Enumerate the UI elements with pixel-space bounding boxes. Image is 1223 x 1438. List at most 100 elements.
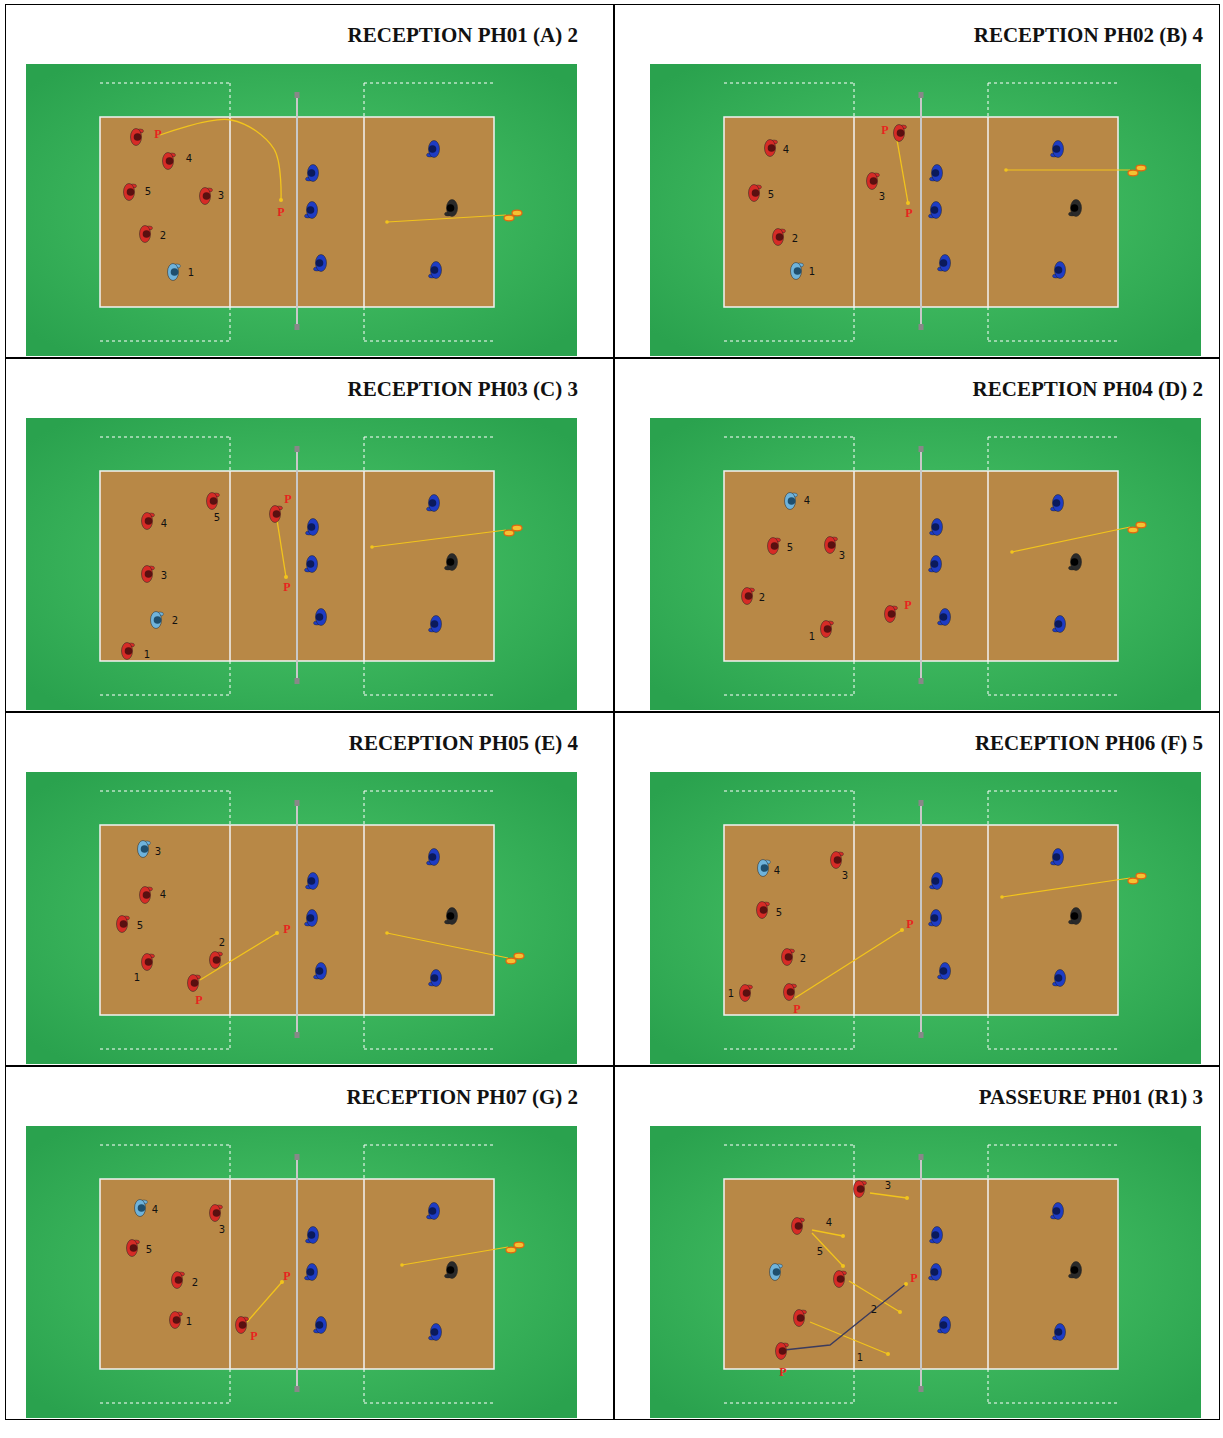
player-head	[888, 610, 896, 618]
player-figure	[140, 226, 153, 243]
player-head	[1053, 145, 1061, 153]
attack-line	[363, 825, 365, 1015]
player-body	[172, 1272, 183, 1289]
player-body	[135, 1200, 146, 1217]
player-head	[1071, 912, 1079, 920]
setter-marker: P	[881, 124, 888, 136]
player-figure	[930, 519, 943, 536]
player-body	[931, 202, 942, 219]
net-post	[919, 446, 924, 452]
player-body	[429, 495, 440, 512]
player-body	[1055, 616, 1066, 633]
player-figure	[929, 1264, 942, 1281]
court-panel	[26, 64, 577, 356]
free-zone-mark	[100, 341, 230, 342]
attack-line	[229, 117, 231, 307]
player-body	[792, 1218, 803, 1235]
player-head	[768, 144, 776, 152]
player-figure	[429, 970, 442, 987]
player-head	[431, 1328, 439, 1336]
player-head	[308, 523, 316, 531]
player-figure	[776, 1343, 789, 1360]
player-number: 3	[842, 871, 848, 881]
serve-hoop	[504, 215, 514, 221]
free-zone-mark	[724, 1049, 854, 1050]
player-number: 4	[161, 519, 167, 529]
player-body	[142, 566, 153, 583]
court-panel	[650, 1126, 1201, 1418]
net-post	[919, 678, 924, 684]
free-zone-mark	[364, 1403, 494, 1404]
player-figure	[170, 1312, 183, 1329]
player-body	[1071, 200, 1082, 217]
free-zone-mark	[724, 1403, 854, 1404]
player-figure	[210, 1205, 223, 1222]
player-number: 4	[783, 145, 789, 155]
player-figure	[792, 1218, 805, 1235]
player-head	[145, 958, 153, 966]
attack-line-extension	[854, 437, 855, 471]
player-figure	[794, 1310, 807, 1327]
player-head	[307, 1268, 315, 1276]
player-body	[825, 537, 836, 554]
player-body	[791, 263, 802, 280]
player-head	[213, 1209, 221, 1217]
net	[920, 451, 922, 681]
player-figure	[1051, 1203, 1064, 1220]
player-figure	[122, 643, 135, 660]
free-zone-mark	[724, 791, 854, 792]
player-figure	[930, 873, 943, 890]
player-number: 3	[879, 192, 885, 202]
setter-marker: P	[283, 581, 290, 593]
player-body	[127, 1240, 138, 1257]
player-figure	[306, 165, 319, 182]
player-figure	[135, 1200, 148, 1217]
player-figure	[784, 984, 797, 1001]
player-number: 2	[192, 1278, 198, 1288]
player-head	[120, 920, 128, 928]
player-figure	[305, 202, 318, 219]
player-body	[784, 984, 795, 1001]
player-head	[788, 497, 796, 505]
player-figure	[429, 1324, 442, 1341]
free-zone-mark	[364, 437, 494, 438]
movement-end-dot	[886, 1352, 890, 1356]
player-head	[308, 877, 316, 885]
player-body	[834, 1271, 845, 1288]
free-zone-mark	[724, 437, 854, 438]
setter-marker: P	[910, 1272, 917, 1284]
attack-line	[987, 117, 989, 307]
free-zone-mark	[724, 341, 854, 342]
player-figure	[1069, 908, 1082, 925]
attack-line-extension	[364, 1015, 365, 1049]
player-head	[307, 914, 315, 922]
player-number: 2	[800, 954, 806, 964]
attack-line-extension	[988, 307, 989, 341]
player-body	[765, 140, 776, 157]
serve-hoop	[1136, 165, 1146, 171]
player-body	[163, 153, 174, 170]
player-figure	[768, 538, 781, 555]
attack-line-extension	[854, 791, 855, 825]
attack-line-extension	[854, 661, 855, 695]
attack-line-extension	[230, 437, 231, 471]
player-figure	[163, 153, 176, 170]
player-figure	[445, 554, 458, 571]
player-body	[932, 519, 943, 536]
player-head	[752, 189, 760, 197]
player-body	[307, 556, 318, 573]
player-body	[770, 1264, 781, 1281]
player-number: 3	[219, 1225, 225, 1235]
serve-hoop	[1128, 527, 1138, 533]
player-head	[797, 1314, 805, 1322]
movement-line	[870, 1193, 907, 1198]
player-body	[1055, 262, 1066, 279]
player-body	[307, 1264, 318, 1281]
player-head	[308, 169, 316, 177]
player-figure	[306, 1227, 319, 1244]
player-figure	[306, 873, 319, 890]
setter-marker: P	[250, 1330, 257, 1342]
player-body	[431, 970, 442, 987]
attack-line-extension	[988, 1369, 989, 1403]
